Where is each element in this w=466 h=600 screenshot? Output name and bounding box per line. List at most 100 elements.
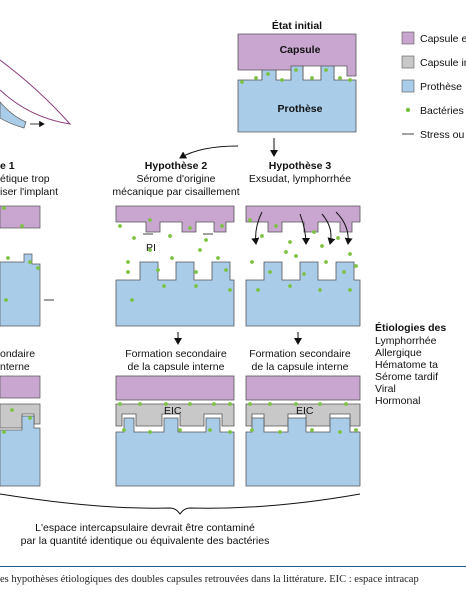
h3-line1: Exsudat, lymphorrhée (248, 173, 352, 185)
bacteria-dot (310, 428, 314, 432)
bacteria-dot (344, 402, 348, 406)
legend-capsule-ext: Capsule e (420, 33, 466, 45)
initial-prothese-label: Prothèse (277, 103, 323, 115)
bacteria-dot (148, 218, 152, 222)
bacteria-dot (122, 428, 126, 432)
bacteria-dot (338, 76, 342, 80)
bacteria-dot (162, 284, 166, 288)
bacteria-dot (348, 78, 352, 82)
bottom-note-line1: L'espace intercapsulaire devrait être co… (35, 522, 255, 534)
bacteria-dot (28, 416, 32, 420)
h2-line2: mécanique par cisaillement (112, 186, 240, 198)
bacteria-dot (224, 268, 228, 272)
h2-result2: de la capsule interne (127, 361, 225, 373)
initial-title: État initial (271, 20, 323, 32)
bacteria-dot (288, 284, 292, 288)
legend-stress: Stress ou (420, 129, 465, 141)
h2-top-diagram (115, 205, 235, 327)
etiology-item: Allergique (375, 347, 422, 359)
h1-result2: nterne (0, 361, 30, 373)
bacteria-dot (310, 76, 314, 80)
initial-prothese (237, 65, 357, 133)
legend-swatches (401, 31, 415, 135)
bacteria-dot (318, 288, 322, 292)
bacteria-dot (354, 264, 358, 268)
bacteria-dot (126, 260, 130, 264)
bacteria-dot (28, 260, 32, 264)
bacteria-dot (130, 298, 134, 302)
figure-caption: es hypothèses étiologiques des doubles c… (0, 574, 419, 585)
bacteria-dot (248, 218, 252, 222)
bacteria-dot (354, 428, 358, 432)
initial-state-diagram (237, 33, 357, 133)
bacteria-dot (294, 402, 298, 406)
bacteria-dot (126, 270, 130, 274)
legend-capsule-int: Capsule in (420, 57, 466, 69)
bottom-note-line2: par la quantité identique ou équivalente… (20, 535, 270, 547)
bacteria-dot (342, 270, 346, 274)
bacteria-dot (194, 270, 198, 274)
bacteria-dot (278, 430, 282, 434)
bacteria-dot (302, 272, 306, 276)
caption-rule (0, 566, 466, 567)
bacteria-dot (260, 234, 264, 238)
bacteria-dots (2, 68, 358, 434)
bacteria-dot (208, 428, 212, 432)
bacteria-dot (240, 80, 244, 84)
legend-bacteries: Bactéries (420, 105, 464, 117)
bacteria-dot (188, 226, 192, 230)
etiology-item: Viral (375, 383, 396, 395)
bacteria-dot (294, 68, 298, 72)
h1-diagrams (0, 205, 54, 487)
bacteria-dot (280, 78, 284, 82)
bacteria-dot (228, 430, 232, 434)
bacteria-dot (132, 236, 136, 240)
bacteria-dot (2, 206, 6, 210)
bacteria-dot (268, 270, 272, 274)
bacteria-dot (164, 402, 168, 406)
bacteria-dot (268, 402, 272, 406)
h1-title: e 1 (0, 160, 15, 172)
bacteria-dot (348, 252, 352, 256)
h2-eic-label: EIC (164, 405, 182, 417)
h2-title: Hypothèse 2 (144, 160, 208, 172)
bacteria-dot (148, 430, 152, 434)
bacteria-dot (338, 430, 342, 434)
bacteria-dot (320, 244, 324, 248)
bacteria-dot (6, 256, 10, 260)
bacteria-dot (220, 224, 224, 228)
bacteria-dot (212, 402, 216, 406)
h1-line1: étique trop (0, 173, 50, 185)
bacteria-dot (312, 230, 316, 234)
bacteria-dot (198, 248, 202, 252)
bacteria-dot (148, 248, 152, 252)
bacteria-dot (118, 224, 122, 228)
bacteria-dot (156, 268, 160, 272)
h3-result1: Formation secondaire (249, 348, 351, 360)
bacteria-dot (294, 254, 298, 258)
implant-sketch (0, 59, 72, 129)
bacteria-dot (284, 250, 288, 254)
bacteria-dot (10, 408, 14, 412)
bacteria-dot (348, 288, 352, 292)
bacteria-dot (20, 224, 24, 228)
bacteria-dot (188, 402, 192, 406)
bacteria-dot (274, 224, 278, 228)
bacteria-dot (194, 284, 198, 288)
bacteria-dot (4, 298, 8, 302)
bacteria-dot (324, 68, 328, 72)
bacteria-dot (170, 256, 174, 260)
bacteria-dot (168, 234, 172, 238)
h3-title: Hypothèse 3 (268, 160, 332, 172)
etiology-item: Hormonal (375, 395, 421, 407)
bacteria-dot (178, 428, 182, 432)
bacteria-dot (254, 76, 258, 80)
bacteria-dot (36, 266, 40, 270)
bacteria-dot (250, 428, 254, 432)
h2-line1: Sérome d'origine (136, 173, 216, 185)
bacteria-dot (256, 288, 260, 292)
bacteria-dot (336, 236, 340, 240)
bacteria-dot (324, 260, 328, 264)
bacteria-dot (228, 288, 232, 292)
